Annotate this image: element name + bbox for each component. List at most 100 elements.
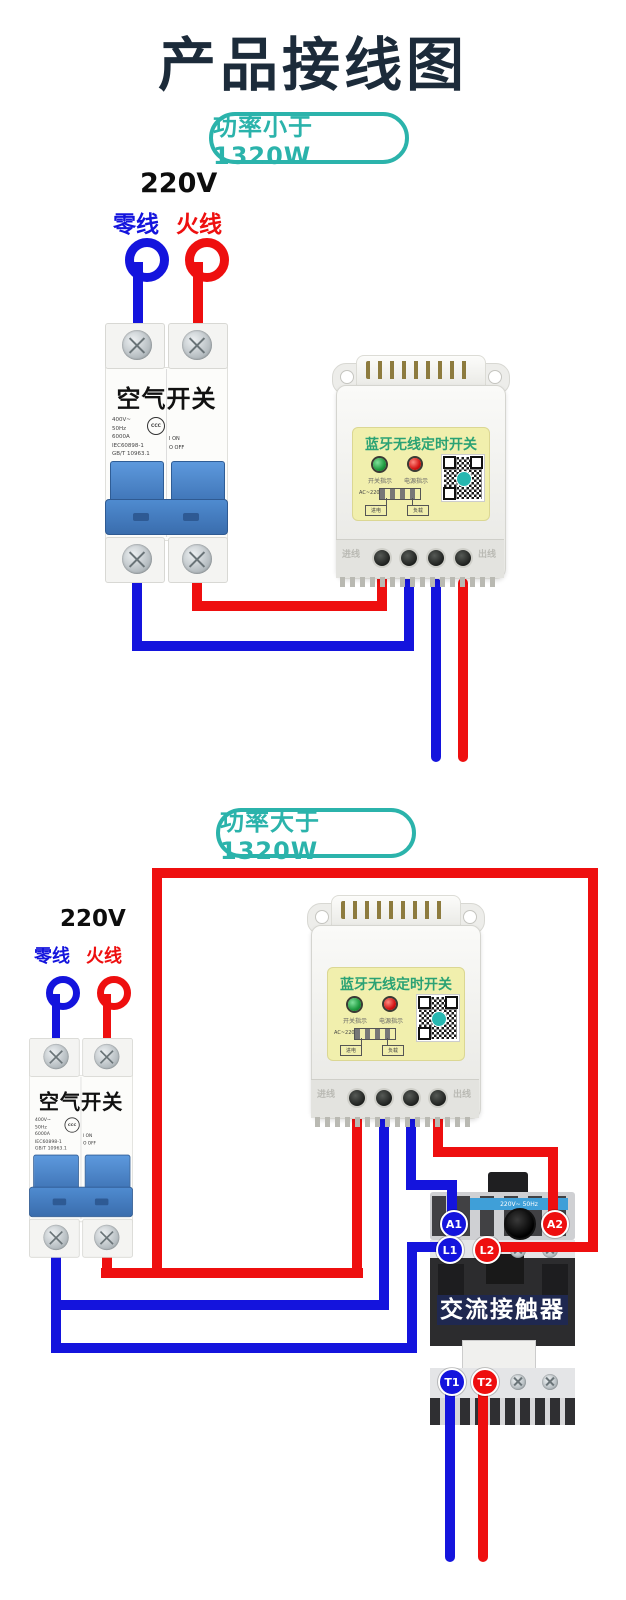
emboss-out-label: 出线	[453, 1090, 472, 1100]
spec-line: 6000A	[112, 434, 130, 441]
neutral-wire	[51, 1246, 61, 1353]
qr-eye	[418, 1027, 431, 1040]
terminal-strip	[311, 1079, 479, 1118]
t1-output-wire	[445, 1390, 455, 1562]
spec-line: 6000A	[34, 1131, 50, 1137]
neutral-wire-to-a1	[447, 1180, 457, 1225]
mini-in-box: 进电	[365, 505, 387, 516]
contactor-name: 交流接触器	[430, 1290, 575, 1325]
handle-notch	[133, 513, 149, 521]
breaker-name: 空气开关	[116, 385, 217, 413]
breaker-toggle	[171, 461, 225, 505]
bluetooth-timer-switch-2: 蓝牙无线定时开关 开关指示 电源指示 AC~220V 进电 负载 进线	[307, 895, 485, 1140]
live-wire	[192, 576, 202, 611]
timer-label: 蓝牙无线定时开关 开关指示 电源指示 AC~220V 进电 负载	[352, 427, 490, 521]
terminal-screw-icon	[349, 1090, 365, 1106]
screw-icon	[43, 1043, 69, 1070]
mini-line	[412, 498, 413, 505]
terminal-screw-icon	[403, 1090, 419, 1106]
live-wire-to-a2	[433, 1118, 443, 1157]
live-label-1: 火线	[176, 212, 222, 238]
breaker-name: 空气开关	[38, 1090, 124, 1115]
neutral-label-1: 零线	[113, 212, 159, 238]
live-wire	[152, 868, 598, 878]
contactor-name-text: 交流接触器	[437, 1295, 568, 1325]
neutral-wire	[132, 641, 414, 651]
qr-code	[441, 454, 485, 502]
serrated-edge	[315, 1117, 475, 1127]
mini-line	[386, 498, 387, 505]
mini-power-label: AC~220V	[334, 1030, 358, 1036]
mini-wiring-diagram: AC~220V 进电 负载	[359, 488, 437, 516]
breaker-handle-bar	[29, 1186, 133, 1218]
terminal-screw-icon	[401, 550, 417, 566]
bluetooth-timer-switch-1: 蓝牙无线定时开关 开关指示 电源指示 AC~220V 进电 负载 进线	[332, 355, 510, 600]
on-label: I ON	[83, 1133, 93, 1139]
breaker-onoff: I ON O OFF	[83, 1133, 96, 1147]
mounting-hole-icon	[315, 910, 329, 924]
live-wire-to-a2	[548, 1147, 558, 1225]
emboss-out-label: 出线	[478, 550, 497, 560]
qr-code	[416, 994, 460, 1042]
live-wire	[193, 262, 203, 328]
power-badge-large-label: 功率大于1320W	[220, 807, 320, 865]
screw-icon	[542, 1374, 558, 1390]
terminal-l2-badge: L2	[473, 1236, 501, 1264]
off-label: O OFF	[83, 1140, 96, 1146]
terminal-screw-icon	[430, 1090, 446, 1106]
power-badge-small-label: 功率小于1320W	[213, 112, 313, 170]
contactor-rating-strip: 220V~ 50Hz	[470, 1198, 568, 1210]
breaker-specs: 400V~ 50Hz 6000A IEC60898-1 GB/T 10963.1	[35, 1117, 69, 1153]
live-wire	[103, 994, 111, 1044]
terminal-screw-icon	[376, 1090, 392, 1106]
breaker-seam	[80, 1076, 82, 1219]
contactor-knob-icon	[504, 1208, 536, 1240]
qr-eye	[470, 456, 483, 469]
breaker-toggle	[84, 1154, 131, 1192]
neutral-wire	[51, 1300, 389, 1310]
neutral-label-2: 零线	[34, 946, 70, 967]
qr-eye	[443, 487, 456, 500]
terminal-screw-icon	[455, 550, 471, 566]
power-led-label: 电源指示	[378, 1018, 403, 1025]
breaker-seam	[166, 369, 167, 537]
timer-title: 蓝牙无线定时开关	[365, 437, 477, 453]
terminal-a2-badge: A2	[541, 1210, 569, 1238]
qr-eye	[445, 996, 458, 1009]
spec-line: 400V~	[112, 417, 131, 423]
switch-led-label: 开关指示	[342, 1018, 367, 1025]
terminal-screw-icon	[428, 550, 444, 566]
neutral-wire	[132, 576, 142, 651]
mini-wiring-diagram: AC~220V 进电 负载	[334, 1028, 412, 1056]
live-wire-timer-in	[352, 1118, 362, 1278]
ccc-cert-icon: CCC	[64, 1117, 80, 1133]
screw-icon	[122, 330, 152, 360]
qr-logo-dot	[456, 471, 472, 487]
serrated-edge	[340, 577, 500, 587]
handle-notch	[94, 1198, 109, 1206]
power-badge-large: 功率大于1320W	[216, 808, 416, 865]
live-label-2: 火线	[86, 946, 122, 967]
handle-notch	[52, 1198, 67, 1206]
circuit-breaker-2: 空气开关 400V~ 50Hz 6000A IEC60898-1 GB/T 10…	[29, 1038, 133, 1258]
on-label: I ON	[169, 436, 180, 442]
switch-led-icon	[348, 998, 361, 1011]
contactor-side-block	[542, 1264, 568, 1298]
terminal-screw-icon	[374, 550, 390, 566]
screw-icon	[43, 1224, 69, 1251]
neutral-wire	[404, 578, 414, 651]
spec-line: 50Hz	[112, 425, 127, 432]
qr-eye	[418, 996, 431, 1009]
spec-line: 50Hz	[34, 1124, 47, 1130]
live-wire-to-l2	[492, 1242, 598, 1252]
terminal-strip	[336, 539, 504, 578]
power-led-label: 电源指示	[403, 478, 428, 485]
spec-line: IEC60898-1	[112, 442, 144, 449]
emboss-in-label: 进线	[317, 1090, 336, 1100]
spec-line: GB/T 10963.1	[34, 1146, 67, 1152]
spec-line: 400V~	[34, 1117, 51, 1123]
neutral-wire	[51, 1343, 417, 1353]
voltage-label-1: 220V	[140, 168, 218, 199]
neutral-wire-timer-in	[379, 1118, 389, 1310]
breaker-specs: 400V~ 50Hz 6000A IEC60898-1 GB/T 10963.1	[112, 416, 152, 459]
